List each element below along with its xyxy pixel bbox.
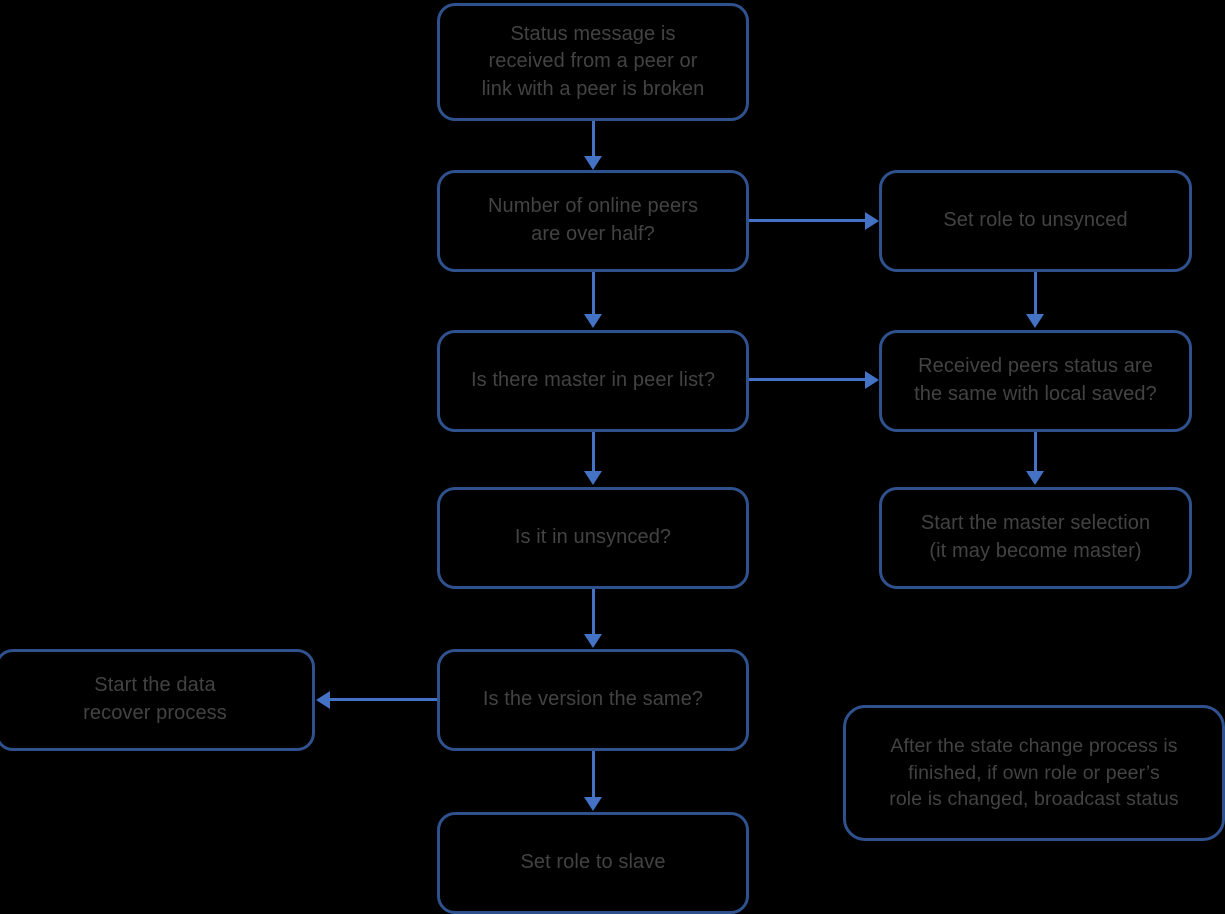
- node-set-role-to-unsynced[interactable]: Set role to unsynced: [879, 170, 1192, 272]
- node-online-peers-over-half[interactable]: Number of online peers are over half?: [437, 170, 749, 272]
- node-label: Is the version the same?: [482, 688, 704, 711]
- edge-unsynced-to-peers-status-arrowhead: [1026, 314, 1044, 328]
- node-start-master-selection[interactable]: Start the master selection (it may becom…: [879, 487, 1192, 589]
- edge-online-peers-to-master-list-line: [592, 271, 595, 319]
- node-version-the-same[interactable]: Is the version the same?: [437, 649, 749, 751]
- node-label: Start the master selection (it may becom…: [920, 512, 1151, 562]
- edge-online-peers-to-unsynced-arrowhead: [865, 212, 879, 230]
- edge-peers-status-to-master-selection-line: [1034, 431, 1037, 476]
- node-label: Number of online peers are over half?: [487, 195, 699, 245]
- node-label: Is it in unsynced?: [514, 526, 672, 549]
- node-label: Received peers status are the same with …: [914, 355, 1157, 405]
- node-set-role-to-slave[interactable]: Set role to slave: [437, 812, 749, 914]
- edge-master-list-to-unsynced-check-arrowhead: [584, 471, 602, 485]
- node-label: Set role to unsynced: [943, 209, 1128, 232]
- edge-master-list-to-unsynced-check-line: [592, 431, 595, 476]
- edge-master-list-to-peers-status-line: [749, 378, 869, 381]
- edge-peers-status-to-master-selection-arrowhead: [1026, 471, 1044, 485]
- edge-version-to-data-recover-arrowhead: [316, 691, 330, 709]
- edge-online-peers-to-unsynced-line: [749, 219, 869, 222]
- edge-version-to-set-slave-arrowhead: [584, 797, 602, 811]
- edge-version-to-set-slave-line: [592, 750, 595, 802]
- node-label: Status message is received from a peer o…: [481, 22, 705, 100]
- node-peers-status-same-as-local[interactable]: Received peers status are the same with …: [879, 330, 1192, 432]
- node-label: Is there master in peer list?: [470, 369, 716, 392]
- node-broadcast-status-note[interactable]: After the state change process is finish…: [843, 705, 1225, 841]
- node-master-in-peer-list[interactable]: Is there master in peer list?: [437, 330, 749, 432]
- edge-unsynced-check-to-version-arrowhead: [584, 634, 602, 648]
- node-label: Set role to slave: [520, 851, 666, 874]
- edge-version-to-data-recover-line: [330, 698, 437, 701]
- edge-online-peers-to-master-list-arrowhead: [584, 314, 602, 328]
- edge-unsynced-to-peers-status-line: [1034, 271, 1037, 319]
- edge-status-to-online-peers-arrowhead: [584, 156, 602, 170]
- edge-status-to-online-peers-line: [592, 120, 595, 164]
- node-status-message-received[interactable]: Status message is received from a peer o…: [437, 3, 749, 121]
- edge-unsynced-check-to-version-line: [592, 588, 595, 639]
- node-start-data-recover-process[interactable]: Start the data recover process: [0, 649, 315, 751]
- node-is-it-in-unsynced[interactable]: Is it in unsynced?: [437, 487, 749, 589]
- edge-master-list-to-peers-status-arrowhead: [865, 371, 879, 389]
- node-label: Start the data recover process: [83, 674, 227, 724]
- node-label: After the state change process is finish…: [889, 734, 1179, 811]
